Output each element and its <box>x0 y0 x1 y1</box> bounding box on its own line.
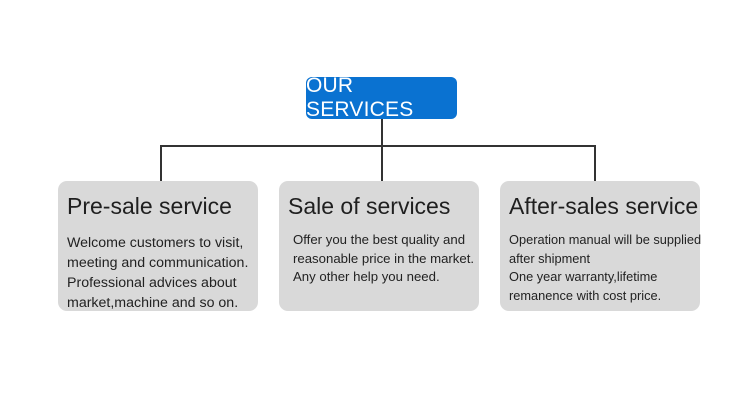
connector-root-down <box>381 119 383 145</box>
aftersales-service-title: After-sales service <box>509 193 699 219</box>
our-services-label: OUR SERVICES <box>306 74 414 121</box>
connector-presale-down <box>160 145 162 181</box>
presale-service-card: Pre-sale service Welcome customers to vi… <box>58 181 258 311</box>
presale-service-line: Welcome customers to visit, <box>67 235 244 251</box>
sale-of-services-line: Offer you the best quality and <box>293 232 466 247</box>
aftersales-service-card: After-sales service Operation manual wil… <box>500 181 702 311</box>
sale-of-services-card: Sale of services Offer you the best qual… <box>279 181 479 311</box>
aftersales-service-line: after shipment <box>509 250 591 266</box>
presale-service-line: meeting and communication. <box>67 255 249 271</box>
connector-sale-down <box>381 145 383 181</box>
our-services-node: OUR SERVICES <box>306 74 457 121</box>
aftersales-service-line: remanence with cost price. <box>509 287 662 303</box>
presale-service-line: market,machine and so on. <box>67 295 239 311</box>
aftersales-service-line: One year warranty,lifetime <box>509 269 658 284</box>
connector-horizontal <box>160 145 595 147</box>
sale-of-services-line: Any other help you need. <box>293 269 440 284</box>
connector-aftersales-down <box>594 145 596 181</box>
sale-of-services-title: Sale of services <box>288 193 451 219</box>
aftersales-service-line: Operation manual will be supplied <box>509 232 702 247</box>
presale-service-title: Pre-sale service <box>67 193 232 219</box>
sale-of-services-line: reasonable price in the market. <box>293 250 475 266</box>
presale-service-line: Professional advices about <box>67 275 237 291</box>
